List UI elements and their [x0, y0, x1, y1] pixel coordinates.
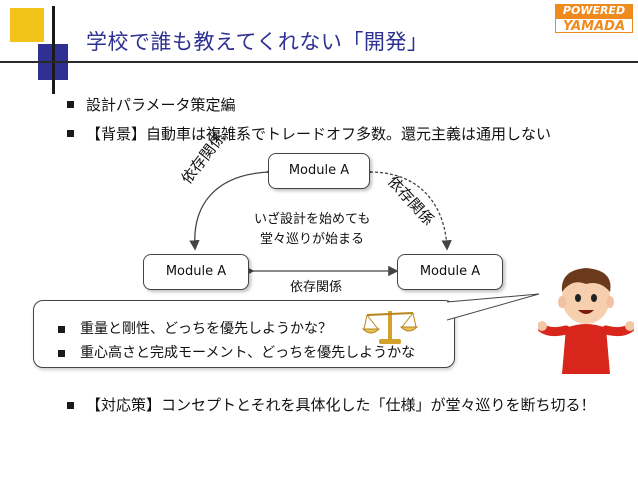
callout-line-1: 重量と剛性、どっちを優先しようかな？ — [80, 321, 332, 337]
arrow-top-left — [189, 166, 277, 251]
title-underline — [0, 61, 638, 63]
slide-title: 学校で誰も教えてくれない「開発」 — [86, 30, 429, 54]
center-text-line1: いざ設計を始めても — [254, 212, 371, 227]
bullet-marker — [58, 350, 65, 357]
decorative-yellow-square — [10, 8, 44, 42]
callout-line-2: 重心高さと完成モーメント、どっちを優先しようかな — [80, 345, 416, 361]
center-text-line2: 堂々巡りが始まる — [260, 232, 365, 247]
speech-bubble — [33, 300, 455, 368]
arrow-top-right — [362, 166, 452, 251]
balance-scale-icon — [361, 311, 419, 344]
module-right: Module A — [397, 254, 503, 290]
bullet-marker — [58, 326, 65, 333]
badge-yamada: YAMADA — [555, 18, 633, 34]
bullet-marker — [67, 101, 74, 108]
bullet-countermeasure: 【対応策】コンセプトとそれを具体化した「仕様」が堂々巡りを断ち切る！ — [86, 396, 596, 414]
module-left: Module A — [143, 254, 249, 290]
module-top: Module A — [268, 153, 370, 189]
decorative-vertical-line — [52, 6, 55, 94]
cartoon-character-icon — [538, 268, 634, 374]
bullet-topic: 設計パラメータ策定編 — [86, 96, 236, 114]
speech-bubble-tail — [447, 293, 540, 321]
edge-label-bottom: 依存関係 — [290, 280, 343, 295]
bullet-marker — [67, 402, 74, 409]
bullet-background: 【背景】自動車は複雑系でトレードオフ多数。還元主義は通用しない — [86, 125, 552, 143]
bullet-marker — [67, 130, 74, 137]
